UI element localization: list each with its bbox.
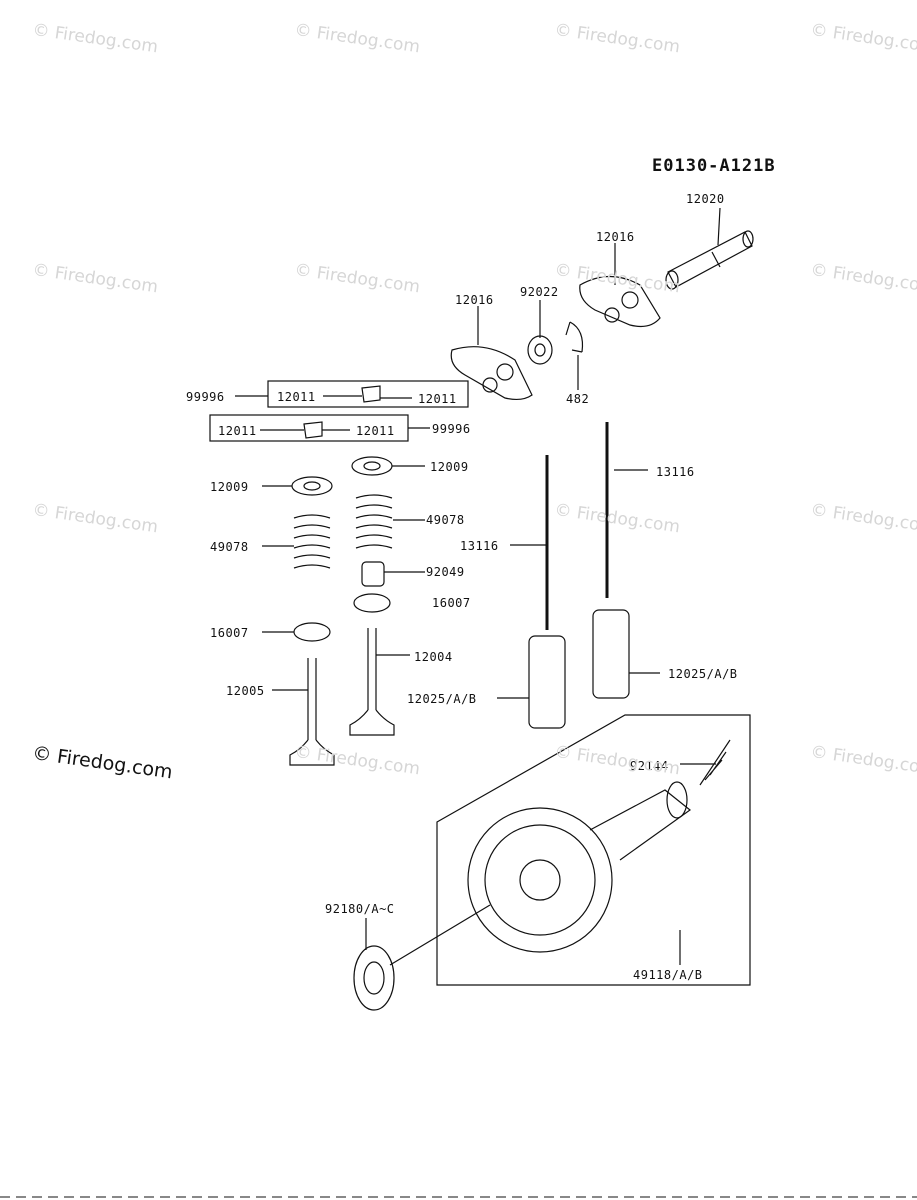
washer-92022: [527, 335, 553, 365]
rocker-shaft-12020: [665, 230, 754, 290]
part-label: 92180/A~C: [325, 902, 395, 916]
part-label: 12009: [430, 460, 469, 474]
diagram-code: E0130-A121B: [652, 156, 776, 176]
valve-12004: [349, 628, 395, 736]
part-label: 12025/A/B: [407, 692, 477, 706]
part-label: 12016: [596, 230, 635, 244]
part-label: 99996: [432, 422, 471, 436]
seat-16007-left: [293, 622, 331, 642]
circlip-482: [565, 321, 584, 353]
part-label: 12020: [686, 192, 725, 206]
seal-92049: [361, 561, 385, 587]
part-label: 12011: [418, 392, 457, 406]
part-label: 49078: [210, 540, 249, 554]
part-label: 12016: [455, 293, 494, 307]
tappet-12025-right: [592, 609, 630, 699]
part-label: 92049: [426, 565, 465, 579]
part-label: 49078: [426, 513, 465, 527]
tappet-12025-left: [528, 635, 566, 729]
spring-92144: [699, 739, 731, 786]
part-label: 12009: [210, 480, 249, 494]
rocker-arm-12016-lower: [450, 346, 533, 401]
part-label: 99996: [186, 390, 225, 404]
cam-gear-49118: [467, 807, 613, 953]
part-label: 16007: [210, 626, 249, 640]
part-label: 12011: [277, 390, 316, 404]
part-label: 13116: [460, 539, 499, 553]
part-label: 92022: [520, 285, 559, 299]
part-label: 49118/A/B: [633, 968, 703, 982]
retainer-12009-left: [291, 476, 333, 496]
part-label: 13116: [656, 465, 695, 479]
part-label: 12025/A/B: [668, 667, 738, 681]
spring-49078-left: [293, 514, 331, 569]
valve-12005: [289, 658, 335, 766]
part-label: 12005: [226, 684, 265, 698]
spring-49078-right: [355, 494, 393, 549]
seat-16007-right: [353, 593, 391, 613]
bottom-border: [0, 1196, 917, 1198]
camshaft-frame: [436, 714, 751, 986]
part-label: 12011: [356, 424, 395, 438]
retainer-12009-right: [351, 456, 393, 476]
part-label: 16007: [432, 596, 471, 610]
part-label: 12011: [218, 424, 257, 438]
rocker-arm-12016-upper: [579, 276, 661, 328]
washer-92180: [353, 945, 395, 1011]
part-label: 12004: [414, 650, 453, 664]
part-label: 482: [566, 392, 590, 406]
part-label: 92144: [630, 759, 669, 773]
box-99996-upper: [267, 380, 469, 408]
